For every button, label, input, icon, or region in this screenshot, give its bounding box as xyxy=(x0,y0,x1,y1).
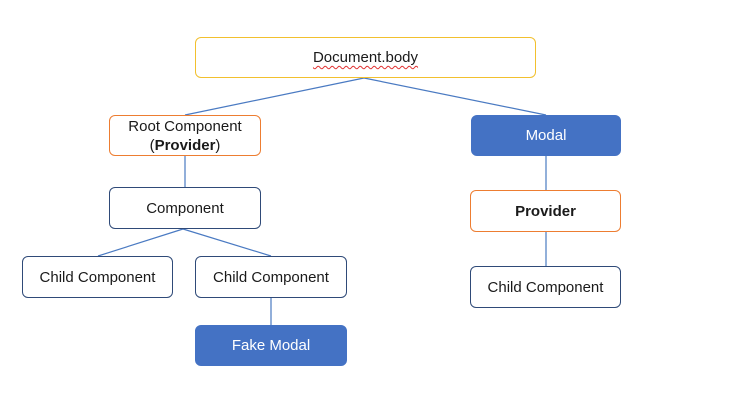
edge-component-to-child-middle xyxy=(182,228,272,257)
node-component: Component xyxy=(109,187,261,229)
node-provider: Provider xyxy=(470,190,621,232)
node-child-component-right: Child Component xyxy=(470,266,621,308)
root-provider-label: Provider xyxy=(154,136,216,154)
edge-body-to-root xyxy=(184,77,365,116)
node-component-label: Component xyxy=(146,199,224,217)
root-paren-open: ( xyxy=(149,136,155,154)
node-provider-label: Provider xyxy=(515,202,576,220)
node-fake-modal: Fake Modal xyxy=(195,325,347,366)
edge-body-to-modal xyxy=(363,77,547,116)
root-paren-close: ) xyxy=(215,136,221,154)
node-root-component-sublabel: (Provider) xyxy=(150,136,221,155)
node-root-component-label: Root Component xyxy=(128,117,242,135)
edge-component-to-child-left xyxy=(97,228,184,257)
node-document-body-label: Document.body xyxy=(312,49,419,66)
node-root-component: Root Component (Provider) xyxy=(109,115,261,156)
node-child-component-left-label: Child Component xyxy=(39,268,156,286)
node-child-component-middle-label: Child Component xyxy=(213,268,329,286)
node-fake-modal-label: Fake Modal xyxy=(231,337,311,354)
node-modal-label: Modal xyxy=(525,127,567,144)
node-child-component-left: Child Component xyxy=(22,256,173,298)
node-child-component-right-label: Child Component xyxy=(487,278,604,296)
node-document-body: Document.body xyxy=(195,37,536,78)
node-modal: Modal xyxy=(471,115,621,156)
node-child-component-middle: Child Component xyxy=(195,256,347,298)
